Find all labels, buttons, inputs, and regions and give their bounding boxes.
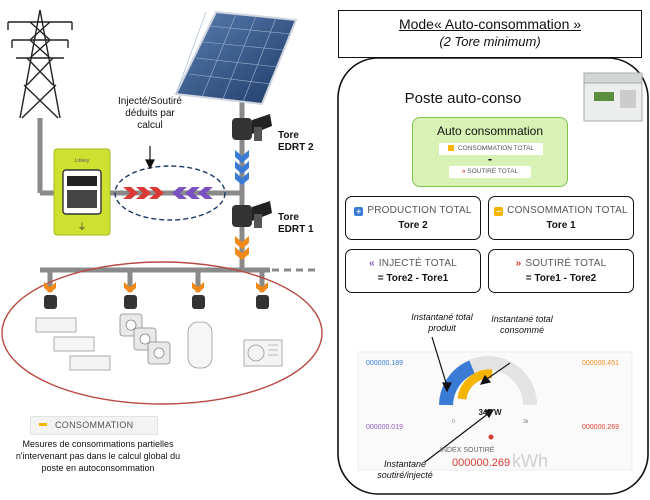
card-production-total: +PRODUCTION TOTAL Tore 2 [345,196,481,240]
din-module-icon [583,72,643,122]
tore-edrt1-icon [232,201,272,228]
water-heater-icon [187,321,213,369]
index-soutire-unit: kWh [512,451,548,471]
socket-icon [119,313,171,365]
gauge-power-value: 347 W [478,408,502,417]
solar-panel-icon [174,10,298,106]
radiator-icon [35,317,111,371]
consommation-badge: CONSOMMATION [30,416,158,435]
gauge-production-arc [439,360,475,406]
meter-brand: Linkey [75,158,90,164]
card-soutire-total: »SOUTIRÉ TOTAL = Tore1 - Tore2 [488,249,634,293]
gauge-top-left-value: 000000.189 [366,360,403,367]
mode-subtitle: (2 Tore minimum) [439,34,541,49]
consommation-badge-label: CONSOMMATION [55,420,134,430]
consumption-flow-arrows-icon [235,236,249,260]
minus-icon: − [494,207,504,216]
annotation-arrows [145,146,511,463]
card-injecte-label: INJECTÉ TOTAL [378,258,457,269]
air-conditioner-icon [243,339,283,367]
minus-icon [39,423,47,426]
mode-title: Mode« Auto-consommation » [398,16,582,32]
gauge-indicator [488,434,494,440]
index-soutire-value: 000000.269 [452,457,511,469]
tore-edrt2-icon [232,114,272,141]
partial-consumption-ellipse [1,261,323,405]
card-consommation-total: −CONSOMMATION TOTAL Tore 1 [488,196,634,240]
gauge-mid-left-value: 000000.019 [366,424,403,431]
card-production-value: Tore 2 [398,220,428,231]
auto-line-soutire: » SOUTIRÉ TOTAL [449,166,531,178]
double-left-arrow-icon: « [369,258,375,269]
svg-text:⏚: ⏚ [77,222,86,232]
dashboard-widget [357,351,633,471]
injecte-arrows-icon [172,187,213,199]
card-soutire-label: SOUTIRÉ TOTAL [525,258,607,269]
electricity-meter-icon: Linkey ⏚ [53,148,111,236]
double-right-arrow-icon: » [461,168,466,175]
card-injecte-total: «INJECTÉ TOTAL = Tore2 - Tore1 [345,249,481,293]
auto-consommation-title: Auto consommation [436,124,544,138]
index-soutire-label: INDEX SOUTIRÉ [440,447,495,454]
card-injecte-value: = Tore2 - Tore1 [377,273,449,284]
card-soutire-value: = Tore1 - Tore2 [525,273,597,284]
gauge-scale-max: 3k [523,419,529,425]
auto-line-consommation-label: CONSOMMATION TOTAL [457,145,535,152]
branch-clamps [44,282,269,309]
card-consommation-label: CONSOMMATION TOTAL [507,205,628,216]
card-consommation-value: Tore 1 [546,220,576,231]
calc-ellipse [114,165,226,221]
gauge-scale-min: 0 [452,419,455,425]
auto-line-consommation: CONSOMMATION TOTAL [439,143,543,155]
double-right-arrow-icon: » [515,258,522,269]
auto-minus: - [487,151,493,166]
gauge-top-right-value: 000000.451 [582,360,619,367]
electricity-pylon-icon [7,9,73,119]
gauge-consumption-arc [457,369,493,400]
minus-icon [447,145,454,151]
auto-line-soutire-label: SOUTIRÉ TOTAL [467,168,519,175]
production-flow-arrows-icon [235,150,249,185]
gauge-mid-right-value: 000000.269 [582,424,619,431]
card-production-label: PRODUCTION TOTAL [367,205,472,216]
soutire-arrows-icon [123,187,164,199]
auto-consommation-box: Auto consommation CONSOMMATION TOTAL - »… [412,117,568,187]
plus-icon: + [354,207,364,216]
mode-header: Mode« Auto-consommation » (2 Tore minimu… [338,10,642,58]
poste-title: Poste auto-conso [404,90,522,107]
